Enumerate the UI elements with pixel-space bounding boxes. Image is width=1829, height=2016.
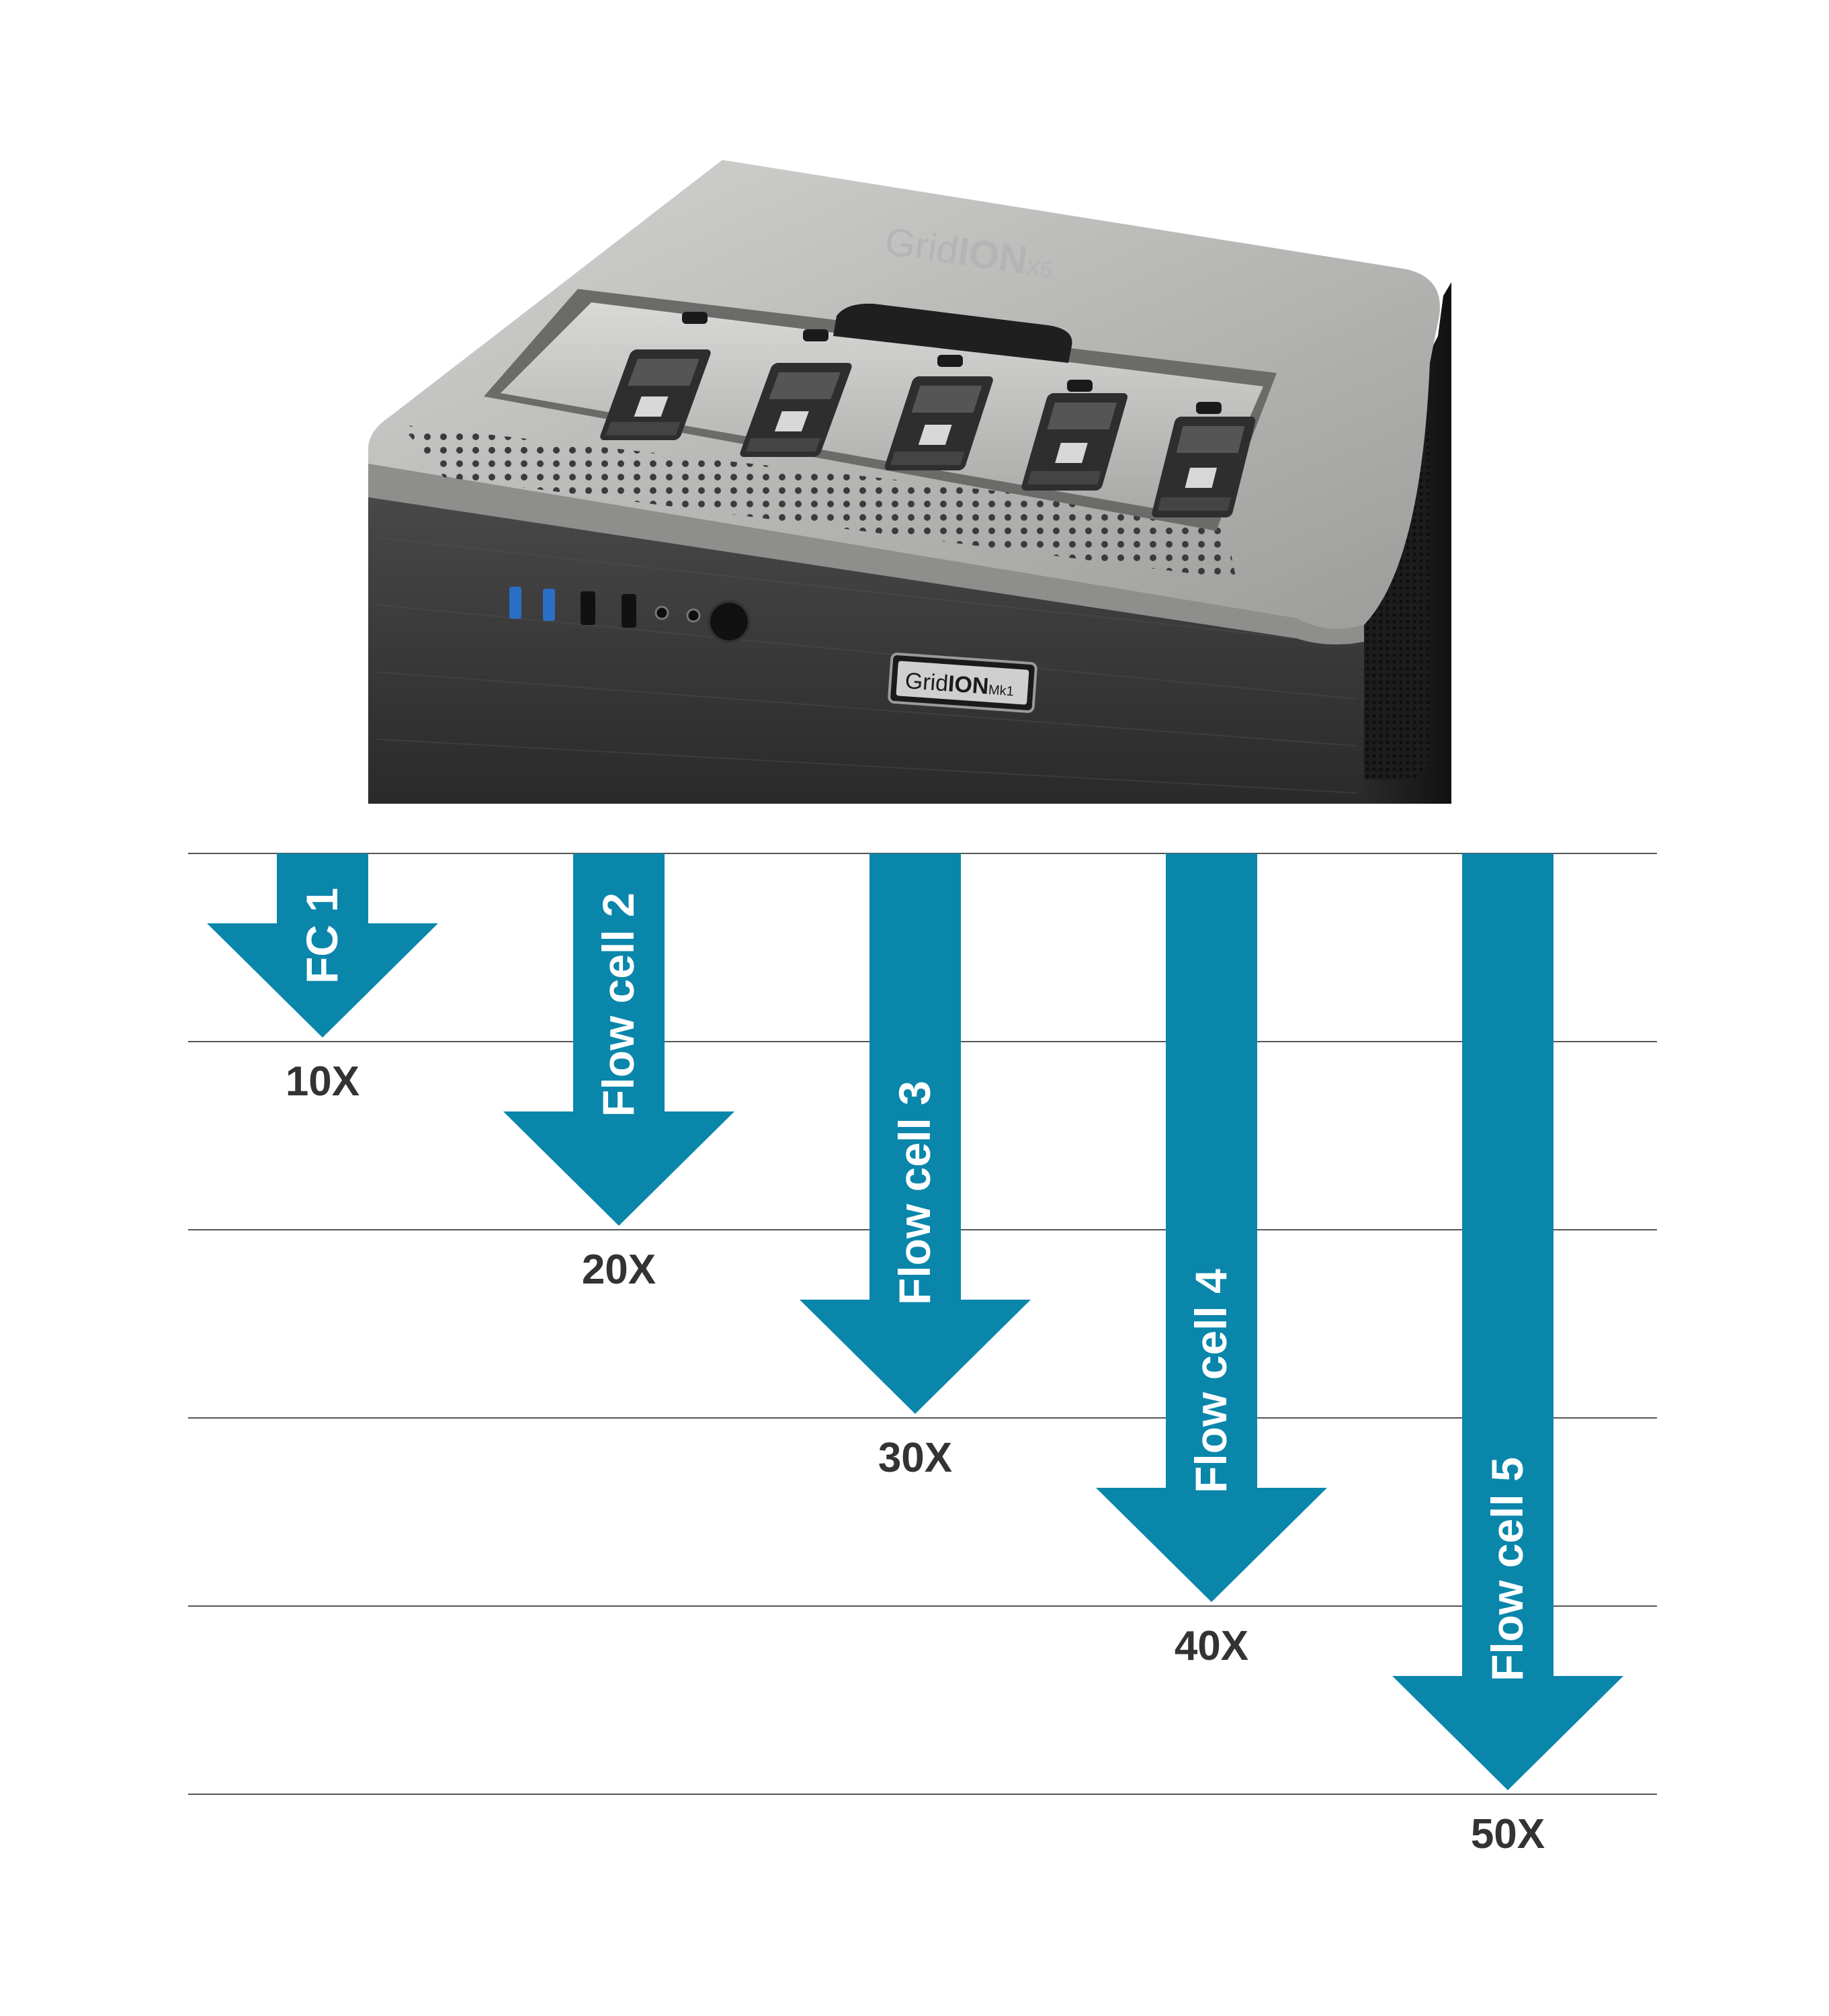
device-front xyxy=(368,478,1364,804)
flow-cell-label: Flow cell 4 xyxy=(1186,1269,1236,1493)
flow-cell-arrow xyxy=(1392,853,1623,1790)
flow-cell-label: FC 1 xyxy=(297,888,347,984)
brushed-texture xyxy=(376,537,1358,794)
coverage-value: 30X xyxy=(878,1435,952,1481)
usb-port-icon xyxy=(581,591,595,625)
device-bottom-crop xyxy=(363,804,1465,817)
cartridge-4 xyxy=(1021,393,1128,491)
audio-jack-icon xyxy=(654,605,669,620)
gridion-device: GridIONX5 xyxy=(363,160,1465,817)
lid-handle xyxy=(833,303,1072,363)
lid-front-lip xyxy=(368,464,1364,644)
usb3-port-icon xyxy=(509,587,521,619)
cartridge-3 xyxy=(884,376,993,470)
cartridge-5 xyxy=(1152,417,1256,517)
cartridge-1 xyxy=(600,349,711,440)
power-button[interactable] xyxy=(708,600,751,643)
coverage-value: 50X xyxy=(1471,1811,1545,1857)
cartridge-tab xyxy=(1067,380,1093,392)
usb-port-icon xyxy=(622,594,636,628)
flow-cell-label: Flow cell 2 xyxy=(593,892,643,1117)
flow-cell-label: Flow cell 3 xyxy=(890,1081,939,1305)
flow-cell-arrow xyxy=(800,853,1031,1414)
flow-cell-arrow xyxy=(1096,853,1327,1602)
coverage-value: 20X xyxy=(582,1247,656,1293)
cartridge-tab xyxy=(1196,402,1222,414)
coverage-value: 40X xyxy=(1175,1623,1248,1669)
coverage-value: 10X xyxy=(286,1058,359,1105)
front-badge: GridIONMk1 xyxy=(888,653,1037,713)
flow-cell-arrow xyxy=(503,853,734,1226)
flow-cell-cartridges xyxy=(600,312,1256,517)
cartridge-tab xyxy=(937,355,963,367)
cartridge-2 xyxy=(740,363,852,457)
coverage-labels: 10X 20X 30X 40X 50X xyxy=(286,1058,1545,1857)
usb3-port-icon xyxy=(543,589,555,621)
top-logo: GridIONX5 xyxy=(882,220,1056,286)
cartridge-tab xyxy=(803,329,828,341)
flow-cell-arrows: FC 1 Flow cell 2 Flow cell 3 Flow cell 4 Flo… xyxy=(207,853,1623,1790)
front-ports xyxy=(509,587,751,643)
vent-grille xyxy=(400,425,1236,579)
svg-text:GridIONMk1: GridIONMk1 xyxy=(904,668,1015,701)
flow-cell-label: Flow cell 5 xyxy=(1482,1457,1532,1681)
audio-jack-icon xyxy=(686,608,701,623)
flow-cell-arrow xyxy=(207,853,438,1038)
cartridge-tab xyxy=(682,312,708,324)
